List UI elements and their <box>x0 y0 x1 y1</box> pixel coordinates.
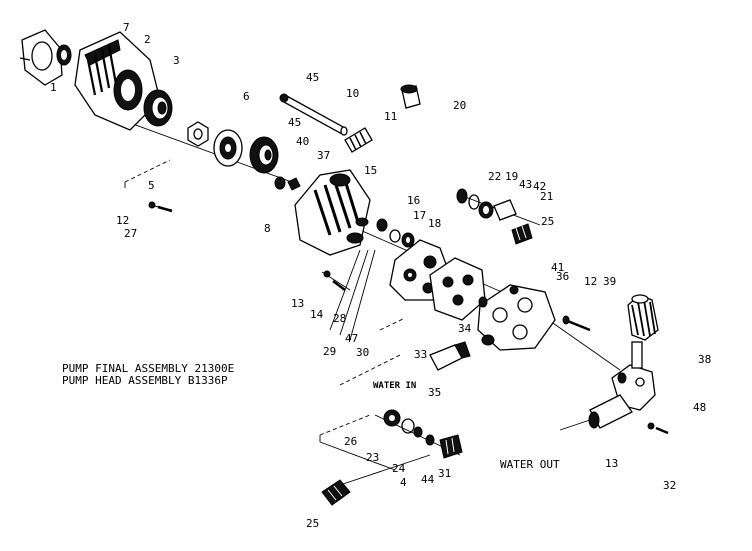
part-5-hex-nut <box>187 121 209 147</box>
label-19: 19 <box>505 170 518 183</box>
part-45-bearing <box>249 136 279 174</box>
label-7: 7 <box>123 21 130 34</box>
label-16: 16 <box>407 194 420 207</box>
label-1: 1 <box>50 81 57 94</box>
part-3-bearing <box>143 89 173 127</box>
label-44: 44 <box>421 473 435 486</box>
label-37: 37 <box>317 149 330 162</box>
label-13a: 13 <box>291 297 304 310</box>
part-34-fitting <box>478 296 488 308</box>
label-22: 22 <box>488 170 501 183</box>
label-26: 26 <box>344 435 357 448</box>
part-24-oring <box>413 426 423 438</box>
label-14: 14 <box>310 308 324 321</box>
part-19-ring <box>468 194 480 210</box>
label-12a: 12 <box>116 214 129 227</box>
label-32: 32 <box>663 479 676 492</box>
label-12b: 12 <box>584 275 597 288</box>
label-6: 6 <box>243 90 250 103</box>
label-29: 29 <box>323 345 336 358</box>
label-33: 33 <box>414 348 427 361</box>
part-21-valve <box>493 199 517 221</box>
label-31: 31 <box>438 467 451 480</box>
label-28: 28 <box>333 312 346 325</box>
part-35-water-inlet <box>429 341 471 371</box>
label-27: 27 <box>124 227 137 240</box>
label-5: 5 <box>148 179 155 192</box>
part-2-crankcase <box>74 31 161 131</box>
caption-head-assembly: PUMP HEAD ASSEMBLY B1336P <box>62 374 228 387</box>
part-40-washer <box>274 176 286 190</box>
part-22-cap <box>456 188 468 204</box>
part-8-pump-body <box>294 169 371 256</box>
label-39: 39 <box>603 275 616 288</box>
label-15: 15 <box>364 164 377 177</box>
label-38: 38 <box>698 353 711 366</box>
part-20-oil-cap <box>400 84 421 109</box>
label-36: 36 <box>556 270 569 283</box>
part-17-oring <box>389 229 401 243</box>
part-25-nozzle-upper <box>511 223 533 245</box>
part-25-nozzle-lower <box>321 479 351 506</box>
label-42: 42 <box>533 180 546 193</box>
label-30: 30 <box>356 346 369 359</box>
label-25b: 25 <box>306 517 319 530</box>
part-1-gasket-plate <box>19 29 63 86</box>
label-48: 48 <box>693 401 706 414</box>
label-18: 18 <box>428 217 441 230</box>
label-13b: 13 <box>605 457 618 470</box>
label-47: 47 <box>345 332 358 345</box>
part-36-manifold-head <box>477 284 556 351</box>
part-16-seal <box>376 218 388 232</box>
part-26-cap <box>383 409 401 427</box>
label-24: 24 <box>392 462 406 475</box>
label-21: 21 <box>540 190 553 203</box>
label-17: 17 <box>413 209 426 222</box>
label-3: 3 <box>173 54 180 67</box>
label-11: 11 <box>384 110 397 123</box>
label-10: 10 <box>346 87 359 100</box>
label-34: 34 <box>458 322 472 335</box>
label-4: 4 <box>400 476 407 489</box>
part-38-cap <box>627 294 659 341</box>
part-13-14-screw <box>323 270 346 291</box>
part-7-seal <box>56 44 72 66</box>
part-44-ring <box>425 434 435 446</box>
part-37-key <box>287 177 301 191</box>
part-43-spring <box>478 201 494 219</box>
part-31-nozzle <box>439 434 463 459</box>
label-41: 41 <box>551 261 564 274</box>
label-8: 8 <box>264 222 271 235</box>
part-11-spring <box>344 127 373 153</box>
part-6-eccentric <box>213 129 243 167</box>
part-32-bolt <box>647 422 669 435</box>
label-25a: 25 <box>541 215 554 228</box>
label-20: 20 <box>453 99 466 112</box>
part-48-unloader-valve <box>588 341 656 429</box>
label-35: 35 <box>428 386 441 399</box>
water-out-tag: WATER OUT <box>500 458 560 471</box>
label-40: 40 <box>296 135 309 148</box>
caption-final-assembly: PUMP FINAL ASSEMBLY 21300E <box>62 362 234 375</box>
label-43: 43 <box>519 178 532 191</box>
part-10-pin <box>279 93 348 136</box>
part-18-ring <box>401 232 415 248</box>
part-12-27-bolt <box>148 201 173 213</box>
label-23: 23 <box>366 451 379 464</box>
part-39-bolt <box>562 315 591 332</box>
label-45a: 45 <box>306 71 319 84</box>
label-45b: 45 <box>288 116 301 129</box>
water-in-tag: WATER IN <box>373 381 416 391</box>
part-labels: 1 2 3 4 5 6 7 8 10 11 12 12 13 13 14 15 … <box>50 21 711 530</box>
part-23-seal <box>401 418 415 434</box>
label-2: 2 <box>144 33 151 46</box>
